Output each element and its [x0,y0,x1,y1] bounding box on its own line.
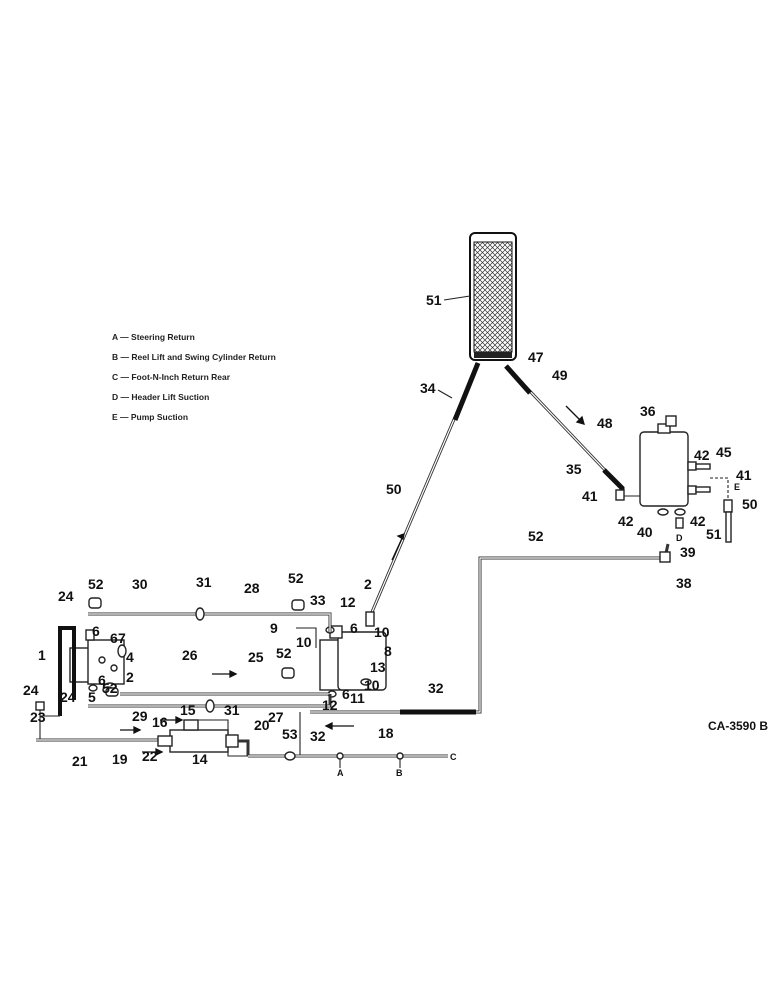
callout-20: 22 [142,748,158,764]
legend-item-c: C — Foot-N-Inch Return Rear [112,372,231,382]
callout-10-a: 10 [374,624,390,640]
callout-17: 18 [378,725,394,741]
callout-numbers: 51 47 49 48 35 34 50 36 42 45 41 41 50 4… [23,292,768,778]
callout-52-b: 52 [288,570,304,586]
callout-35: 34 [420,380,436,396]
legend: A — Steering Return B — Reel Lift and Sw… [112,332,276,422]
callout-42-c: 42 [690,513,706,529]
callout-29: 29 [132,708,148,724]
callout-6-a: 6 [110,630,118,646]
callout-11: 11 [350,690,365,706]
branch-label-c: C [450,752,457,762]
callout-32: 32 [310,728,326,744]
branch-label-e: E [734,482,740,492]
callout-10-b: 10 [296,634,312,650]
flow-arrows [120,405,585,757]
callout-52-c: 52 [276,645,292,661]
suction-line [310,543,671,715]
callout-6-d: 6 [342,686,350,702]
legend-item-a: A — Steering Return [112,332,195,342]
callout-34: 33 [310,592,326,608]
callout-44: 47 [528,349,544,365]
callout-4: 5 [88,689,96,705]
callout-39: 40 [637,524,653,540]
callout-24-b: 24 [60,689,76,705]
callout-18: 19 [112,751,128,767]
callout-48: 51 [426,292,442,308]
callout-45: 48 [597,415,613,431]
callout-52-a: 52 [88,576,104,592]
callout-28: 28 [244,580,260,596]
callout-25: 25 [248,649,264,665]
legend-item-d: D — Header Lift Suction [112,392,209,402]
callout-41-b: 41 [582,488,598,504]
oil-cooler [469,232,517,361]
callout-51: 51 [706,526,722,542]
return-loop [35,626,76,740]
branch-label-d: D [676,533,683,543]
callout-13: 13 [370,659,386,675]
callout-46: 49 [552,367,568,383]
callout-30: 30 [132,576,148,592]
callout-49: 52 [528,528,544,544]
callout-53: 53 [282,726,298,742]
callout-22: 23 [30,709,46,725]
legend-item-e: E — Pump Suction [112,412,188,422]
callout-12-b: 12 [322,697,338,713]
callout-42-a: 42 [694,447,710,463]
callout-6-c: 6 [98,672,106,688]
callout-6-b: 6 [350,620,358,636]
callout-1: 1 [38,647,46,663]
callout-9: 9 [270,620,278,636]
callout-19: 20 [254,717,270,733]
right-valve-assembly [319,611,387,698]
callout-5: 6 [92,623,100,639]
callout-12-a: 12 [340,594,356,610]
fittings-52 [88,597,305,697]
callout-7: 7 [118,630,126,646]
callout-14: 14 [192,751,208,767]
callout-3: 4 [126,649,134,665]
legend-item-b: B — Reel Lift and Swing Cylinder Return [112,352,276,362]
callout-23: 24 [23,682,39,698]
callout-38: 39 [680,544,696,560]
callout-2-a: 2 [364,576,372,592]
bottom-lines [36,719,448,768]
callout-36: 35 [566,461,582,477]
callout-52-d: 52 [102,680,118,696]
callout-41-a: 41 [736,467,752,483]
callout-37: 36 [640,403,656,419]
callout-reference: CA-3590 B [708,719,768,733]
callout-26: 26 [182,647,198,663]
callout-43: 45 [716,444,732,460]
callout-31-a: 31 [196,574,212,590]
callout-16: 16 [152,714,168,730]
callout-2-b: 2 [126,669,134,685]
callout-10-c: 10 [364,677,380,693]
branch-label-a: A [337,768,344,778]
callout-15: 15 [180,702,196,718]
callout-42-b: 42 [618,513,634,529]
branch-label-b: B [396,768,403,778]
callout-27: 27 [268,709,284,725]
callout-24-a: 24 [58,588,74,604]
callout-31-b: 31 [224,702,240,718]
callout-21: 21 [72,753,88,769]
callout-33: 32 [428,680,444,696]
callout-40: 38 [676,575,692,591]
hydraulic-reservoir [615,415,733,543]
valve-interconnect-lines [88,607,332,757]
callout-47: 50 [386,481,402,497]
callout-8: 8 [384,643,392,659]
callout-50: 50 [742,496,758,512]
